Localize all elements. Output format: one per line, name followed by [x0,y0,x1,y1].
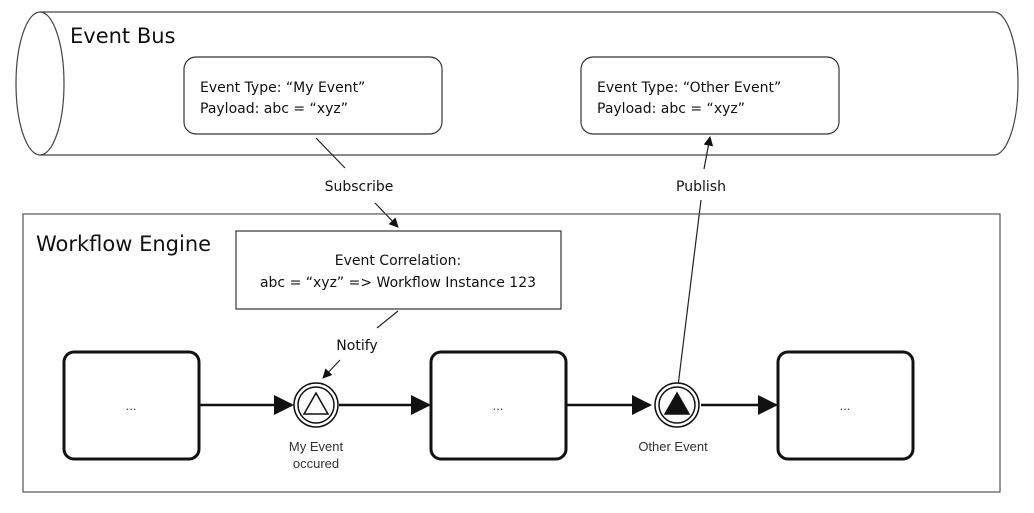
task-3 [776,350,915,461]
throw-event-other-event [654,382,700,428]
event-my-label-line2: occured [293,456,339,471]
event-my-payload: Payload: abc = “xyz” [200,101,348,117]
notify-label: Notify [336,338,377,354]
event-correlation-box [235,230,562,310]
event-other-label: Other Event [638,439,708,454]
workflow-engine-frame [22,213,1001,493]
subscribe-connector: Subscribe [315,137,399,228]
event-my-type: Event Type: “My Event” [200,80,365,96]
publish-line-bottom [677,199,702,387]
task-2 [429,350,568,461]
publish-connector: Publish [676,136,726,387]
signal-outline-icon [302,391,330,415]
task-1 [62,350,201,461]
event-card-my-event [183,56,443,135]
notify-arrow [322,359,341,379]
event-card-other-event [580,56,840,135]
workflow-engine-title: Workflow Engine [36,232,211,256]
event-other-payload: Payload: abc = “xyz” [597,101,745,117]
task-3-label: ... [840,398,851,413]
correlation-rule: abc = “xyz” => Workflow Instance 123 [260,275,536,291]
event-bus-title: Event Bus [70,24,176,48]
event-bus-cylinder-rim [39,11,65,156]
signal-filled-icon [663,391,691,415]
subscribe-label: Subscribe [325,179,394,195]
workflow-engine: Workflow Engine Event Correlation: abc =… [22,213,1001,493]
publish-label: Publish [676,179,726,195]
event-other-type: Event Type: “Other Event” [597,80,781,96]
correlation-title: Event Correlation: [335,253,461,269]
event-bus: Event Bus Event Type: “My Event” Payload… [15,11,1019,156]
notify-line-top [376,310,399,329]
publish-arrow [703,136,714,170]
task-2-label: ... [493,398,504,413]
catch-event-my-event [293,382,339,428]
task-1-label: ... [126,398,137,413]
subscribe-line-top [315,137,346,169]
subscribe-arrow [374,202,399,228]
event-my-label-line1: My Event [289,439,344,454]
